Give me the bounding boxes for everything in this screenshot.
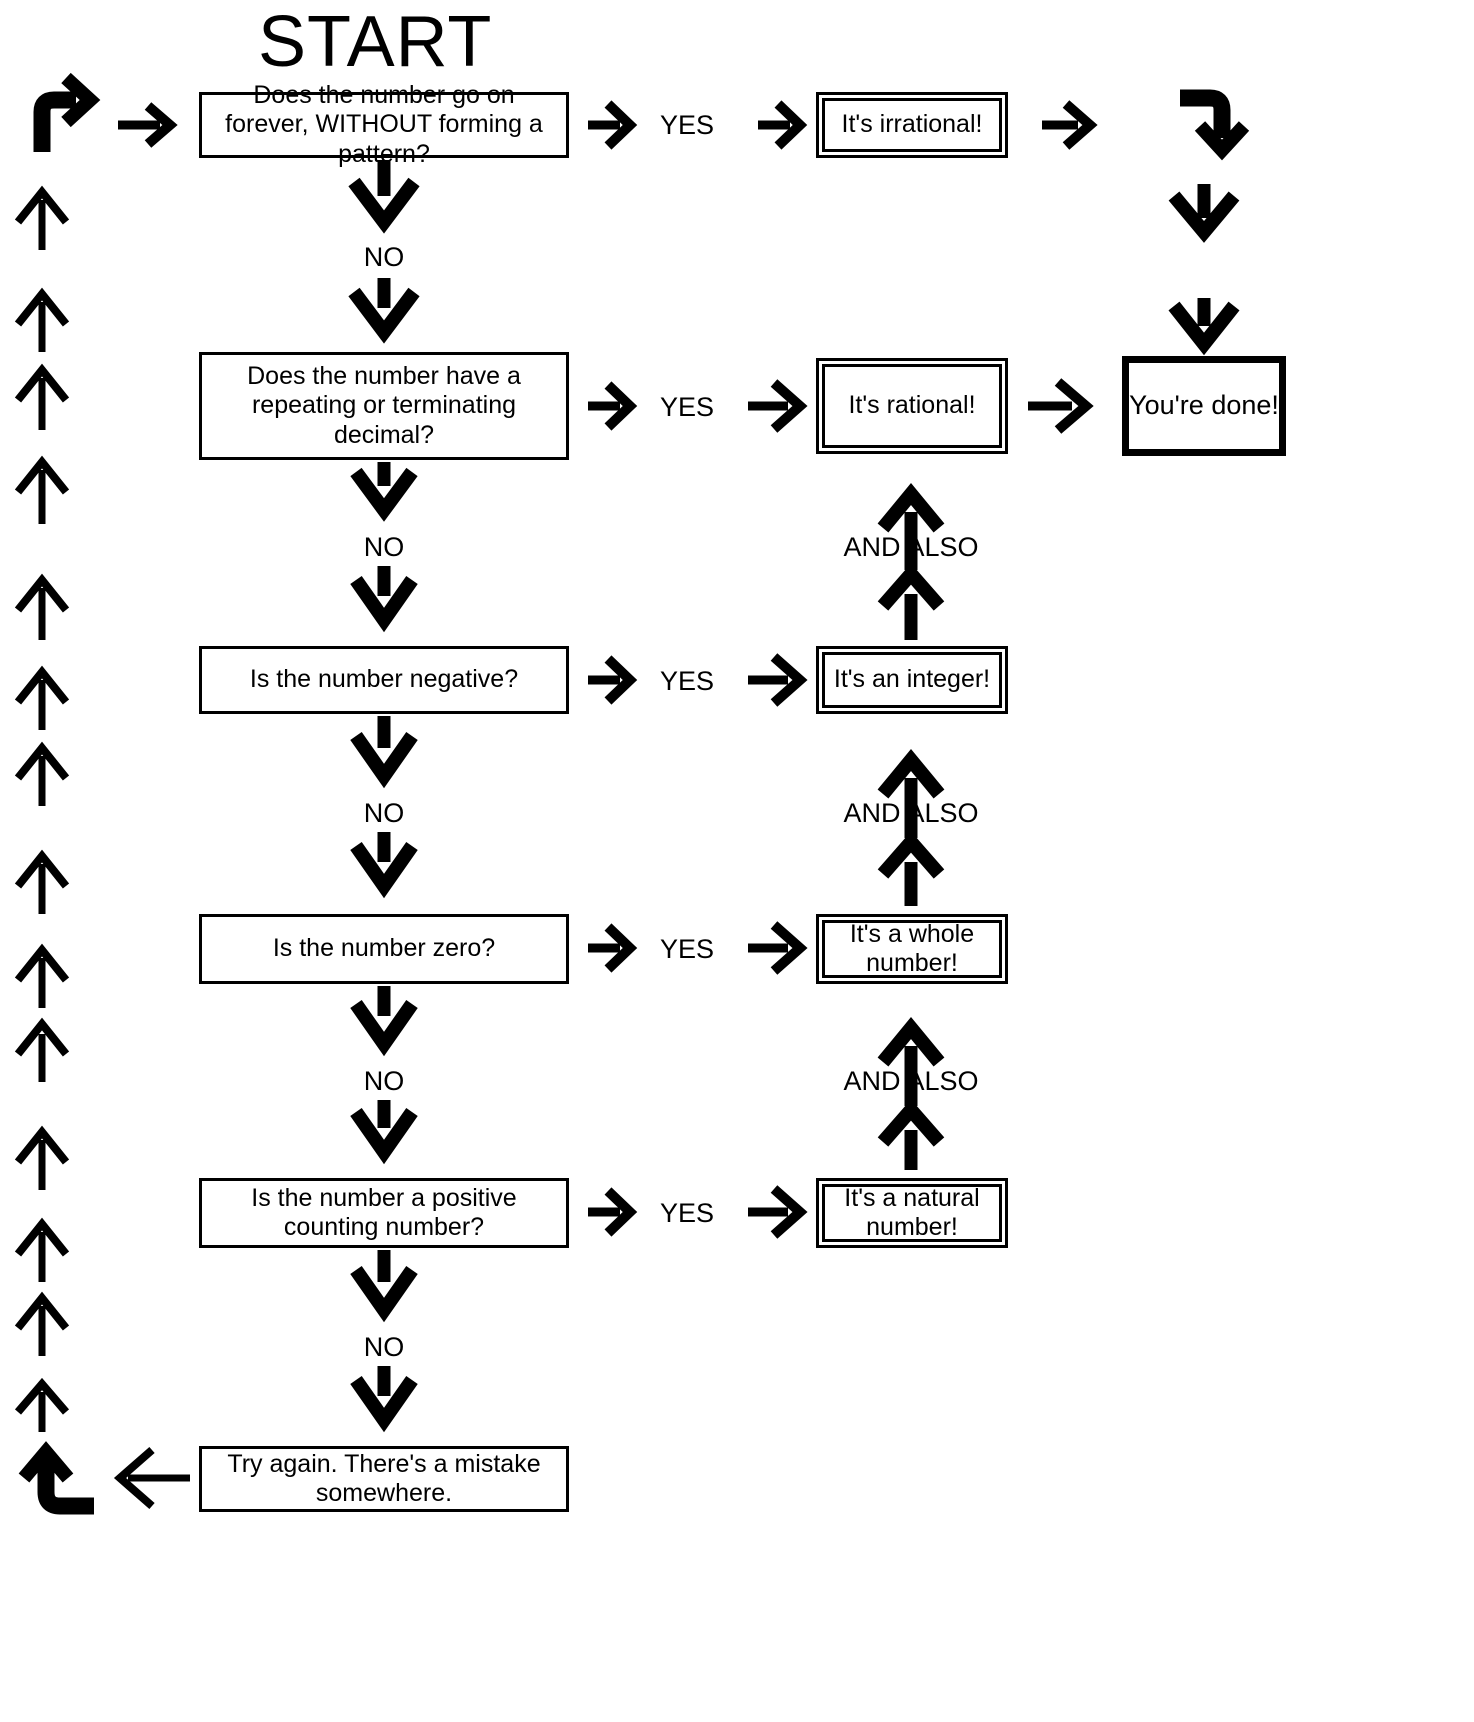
- result-box-label: It's a whole number!: [849, 919, 975, 978]
- result-box-whole-number[interactable]: It's a whole number!: [816, 914, 1008, 984]
- arrow-yes5-to-natural: [748, 1185, 808, 1239]
- return-arrow-11: [14, 1125, 70, 1190]
- and-also-label-2: AND ALSO: [843, 798, 979, 828]
- arrow-decision5-no-a: [350, 1250, 418, 1323]
- result-box-natural-number[interactable]: It's a natural number!: [816, 1178, 1008, 1248]
- retry-box[interactable]: Try again. There's a mistake somewhere.: [199, 1446, 569, 1512]
- result-box-whole-number-inner: It's a whole number!: [822, 920, 1002, 978]
- result-box-irrational-inner: It's irrational!: [822, 98, 1002, 152]
- arrow-and-also-2-lower: [877, 831, 945, 906]
- return-arrow-7: [14, 741, 70, 806]
- yes-label-4: YES: [659, 934, 715, 964]
- decision-box-negative[interactable]: Is the number negative?: [199, 646, 569, 714]
- terminal-box-done[interactable]: You're done!: [1122, 356, 1286, 456]
- result-box-label: It's an integer!: [833, 665, 991, 694]
- arrow-decision3-yes: [588, 655, 638, 705]
- result-box-irrational[interactable]: It's irrational!: [816, 92, 1008, 158]
- no-label-2: NO: [363, 532, 405, 562]
- arrow-yes3-to-integer: [748, 653, 808, 707]
- return-arrow-5: [14, 573, 70, 640]
- arrow-yes4-to-whole: [748, 921, 808, 975]
- bottom-left-elbow-arrow-icon: [18, 1441, 94, 1515]
- return-arrow-4: [14, 455, 70, 524]
- result-box-rational[interactable]: It's rational!: [816, 358, 1008, 454]
- yes-label-1: YES: [659, 110, 715, 140]
- return-arrow-13: [14, 1291, 70, 1356]
- arrow-decision5-no-b: [350, 1366, 418, 1433]
- start-title: START: [258, 2, 493, 82]
- arrow-retry-to-left: [113, 1446, 190, 1510]
- result-box-rational-inner: It's rational!: [822, 364, 1002, 448]
- decision-box-label: Is the number a positive counting number…: [251, 1183, 517, 1242]
- arrow-decision2-yes: [588, 381, 638, 431]
- arrow-decision1-yes: [588, 100, 638, 150]
- decision-box-repeating-terminating-decimal[interactable]: Does the number have a repeating or term…: [199, 352, 569, 460]
- arrow-yes2-to-rational: [748, 379, 808, 433]
- result-box-label: It's irrational!: [841, 110, 983, 139]
- arrow-and-also-1-lower: [877, 563, 945, 640]
- arrow-and-also-3-lower: [877, 1099, 945, 1170]
- arrow-irrational-to-right: [1042, 100, 1098, 150]
- arrow-down-to-done-2: [1168, 298, 1240, 356]
- arrow-down-to-done-1: [1168, 184, 1240, 243]
- yes-label-5: YES: [659, 1198, 715, 1228]
- result-box-integer[interactable]: It's an integer!: [816, 646, 1008, 714]
- arrow-decision4-no-a: [350, 986, 418, 1057]
- arrow-decision1-no-a: [348, 160, 420, 234]
- top-right-elbow-arrow-icon: [1180, 89, 1250, 161]
- decision-box-positive-counting[interactable]: Is the number a positive counting number…: [199, 1178, 569, 1248]
- no-label-1: NO: [363, 242, 405, 272]
- retry-box-label: Try again. There's a mistake somewhere.: [227, 1449, 541, 1508]
- arrow-decision5-yes: [588, 1187, 638, 1237]
- return-arrow-2: [14, 287, 70, 352]
- arrow-decision2-no-b: [350, 566, 418, 633]
- decision-box-label: Does the number go on forever, WITHOUT f…: [225, 80, 543, 168]
- decision-box-label: Is the number negative?: [249, 665, 519, 694]
- arrow-decision4-no-b: [350, 1100, 418, 1165]
- no-label-5: NO: [363, 1332, 405, 1362]
- yes-label-2: YES: [659, 392, 715, 422]
- result-box-label: It's rational!: [848, 391, 976, 420]
- no-label-4: NO: [363, 1066, 405, 1096]
- arrow-decision4-yes: [588, 923, 638, 973]
- start-elbow-arrow-icon: [33, 72, 101, 152]
- return-arrow-14: [14, 1377, 70, 1432]
- return-arrow-1: [14, 185, 70, 250]
- return-arrow-6: [14, 665, 70, 730]
- yes-label-3: YES: [659, 666, 715, 696]
- decision-box-label: Does the number have a repeating or term…: [247, 361, 521, 449]
- arrow-decision3-no-b: [350, 832, 418, 899]
- arrow-decision1-no-b: [348, 278, 420, 344]
- return-arrow-8: [14, 849, 70, 914]
- arrow-decision2-no-a: [350, 462, 418, 522]
- result-box-label: It's a natural number!: [844, 1183, 980, 1242]
- arrow-decision3-no-a: [350, 716, 418, 789]
- decision-box-zero[interactable]: Is the number zero?: [199, 914, 569, 984]
- and-also-label-3: AND ALSO: [843, 1066, 979, 1096]
- result-box-natural-number-inner: It's a natural number!: [822, 1184, 1002, 1242]
- terminal-box-label: You're done!: [1129, 390, 1279, 421]
- return-arrow-12: [14, 1217, 70, 1282]
- decision-box-forever-no-pattern[interactable]: Does the number go on forever, WITHOUT f…: [199, 81, 569, 168]
- arrow-yes1-to-irrational: [758, 100, 808, 150]
- return-arrow-9: [14, 943, 70, 1008]
- return-arrow-3: [14, 363, 70, 430]
- arrow-rational-to-done: [1028, 378, 1094, 434]
- and-also-label-1: AND ALSO: [843, 532, 979, 562]
- no-label-3: NO: [363, 798, 405, 828]
- return-arrow-10: [14, 1017, 70, 1082]
- arrow-start-to-decision1: [118, 102, 178, 148]
- decision-box-label: Is the number zero?: [272, 934, 496, 963]
- result-box-integer-inner: It's an integer!: [822, 652, 1002, 708]
